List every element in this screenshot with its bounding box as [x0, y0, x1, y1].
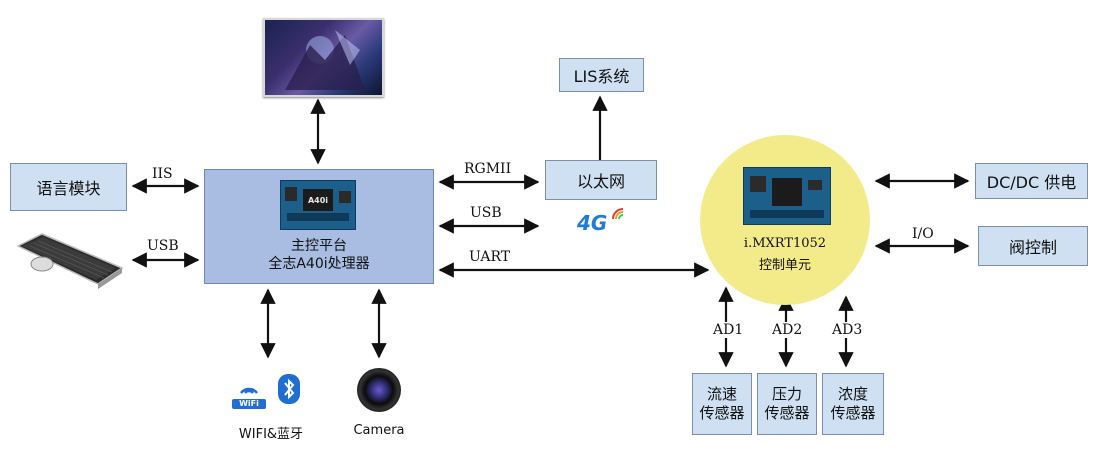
controller-title: 控制单元: [758, 258, 811, 273]
pressure-sensor-label-line2: 传感器: [764, 404, 810, 422]
main-platform-title: 主控平台: [291, 238, 347, 254]
io-link-label: I/O: [912, 226, 934, 242]
usb-4g-link-label: USB: [470, 205, 502, 221]
ethernet-box: 以太网: [545, 160, 657, 200]
4g-icon: 4G: [577, 211, 608, 235]
keyboard-mouse-image: [12, 226, 124, 296]
ad3-link-label: AD3: [832, 322, 863, 338]
flow-sensor-label-line1: 流速: [706, 385, 737, 403]
ethernet-label: 以太网: [576, 172, 625, 191]
voice-module-label: 语言模块: [36, 179, 101, 198]
concentration-sensor-label-line2: 传感器: [830, 404, 876, 422]
pressure-sensor-box: 压力 传感器: [757, 373, 817, 435]
dcdc-power-label: DC/DC 供电: [986, 173, 1077, 192]
ad2-link-label: AD2: [772, 322, 803, 338]
flow-sensor-box: 流速 传感器: [692, 373, 752, 435]
dcdc-power-box: DC/DC 供电: [975, 163, 1088, 199]
imxrt-board-image: [743, 167, 831, 225]
rgmii-link-label: RGMII: [464, 161, 512, 177]
valve-control-label: 阀控制: [1008, 238, 1057, 257]
a40i-board-image: A40i: [280, 180, 356, 230]
iis-link-label: IIS: [152, 166, 173, 182]
ad1-link-label: AD1: [713, 322, 744, 338]
concentration-sensor-label-line1: 浓度: [837, 385, 868, 403]
controller-model: i.MXRT1052: [743, 236, 827, 251]
valve-control-box: 阀控制: [978, 226, 1088, 266]
bluetooth-icon: [278, 374, 300, 404]
lis-system-box: LIS系统: [559, 58, 644, 92]
4g-signal-icon: [612, 208, 624, 220]
voice-module-box: 语言模块: [10, 163, 127, 211]
main-platform-subtitle: 全志A40i处理器: [268, 256, 370, 272]
camera-icon: [357, 368, 401, 412]
chip-label: A40i: [307, 195, 329, 205]
pressure-sensor-label-line1: 压力: [771, 385, 802, 403]
lcd-display-image: [263, 18, 384, 97]
concentration-sensor-box: 浓度 传感器: [822, 373, 884, 435]
wifi-bluetooth-caption: WIFI&蓝牙: [238, 427, 304, 442]
usb-keyboard-link-label: USB: [147, 238, 179, 254]
flow-sensor-label-line2: 传感器: [699, 404, 745, 422]
lis-system-label: LIS系统: [573, 67, 630, 86]
wifi-icon: WiFi: [232, 380, 266, 409]
uart-link-label: UART: [469, 249, 511, 265]
camera-caption: Camera: [353, 423, 405, 438]
